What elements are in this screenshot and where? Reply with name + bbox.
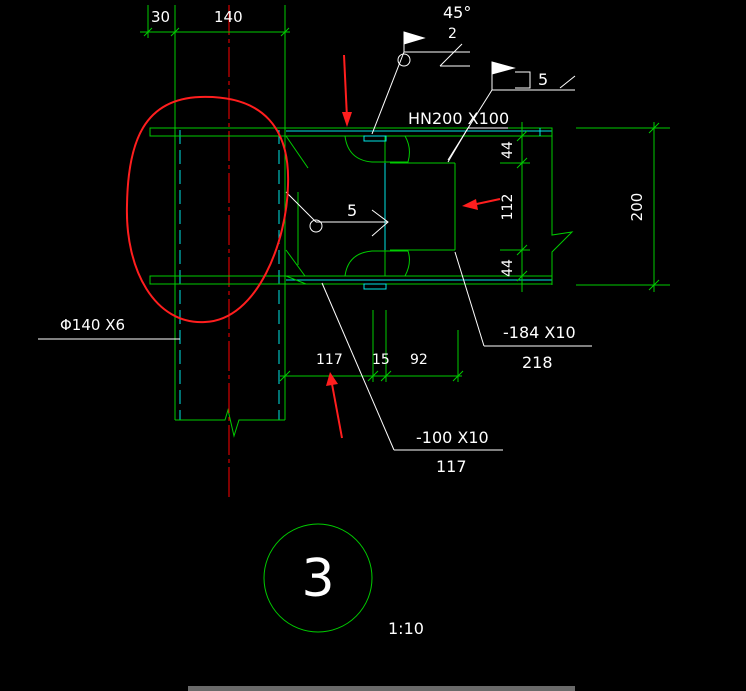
dim-top-left: 30 <box>151 8 170 26</box>
dim-bottom-a: 117 <box>316 352 343 368</box>
bottom-dimension <box>279 290 464 382</box>
weld-angle: 45° <box>443 3 471 22</box>
beam-web <box>384 136 456 276</box>
right-dimension <box>500 122 660 292</box>
dim-bottom-b: 15 <box>372 352 390 368</box>
weld-size-side: 5 <box>347 201 357 220</box>
dim-right-bottom: 44 <box>500 259 516 277</box>
label-plate-bottom: -100 X10 <box>416 428 489 447</box>
side-stiffener <box>285 135 309 285</box>
label-plate-top: -184 X10 <box>503 323 576 342</box>
dim-top-right: 140 <box>214 8 243 26</box>
bottom-flange <box>149 275 553 285</box>
break-line <box>551 127 670 286</box>
detail-callout <box>263 523 373 633</box>
column-pipe <box>174 5 286 500</box>
cope-hole-bottom <box>344 250 410 290</box>
markup-arrow-top <box>343 54 348 119</box>
dim-right-top: 44 <box>500 141 516 159</box>
weld-symbol-flag <box>447 61 576 161</box>
dim-bottom-c: 92 <box>410 352 428 368</box>
weld-size-groove: 2 <box>448 26 457 42</box>
detail-scale: 1:10 <box>388 619 424 638</box>
detail-number: 3 <box>301 549 334 609</box>
weld-symbol-side <box>285 191 389 237</box>
weld-symbol-groove <box>371 31 470 135</box>
label-plate-top-length: 218 <box>522 353 553 372</box>
leader-plate-bottom <box>321 282 503 451</box>
label-pipe: Φ140 X6 <box>60 316 125 334</box>
dim-right-mid: 112 <box>500 194 516 221</box>
label-plate-bottom-length: 117 <box>436 457 467 476</box>
markup-annotations <box>125 54 501 439</box>
label-beam: HN200 X100 <box>408 109 509 128</box>
horizontal-scrollbar[interactable] <box>188 686 575 691</box>
top-dimension <box>140 5 290 38</box>
markup-arrow-bottom <box>331 383 343 439</box>
weld-size-flag: 5 <box>538 70 548 89</box>
top-flange <box>149 127 553 137</box>
cope-hole-top <box>344 135 410 163</box>
dim-overall-height: 200 <box>628 193 646 222</box>
leader-plate-top <box>454 251 592 347</box>
